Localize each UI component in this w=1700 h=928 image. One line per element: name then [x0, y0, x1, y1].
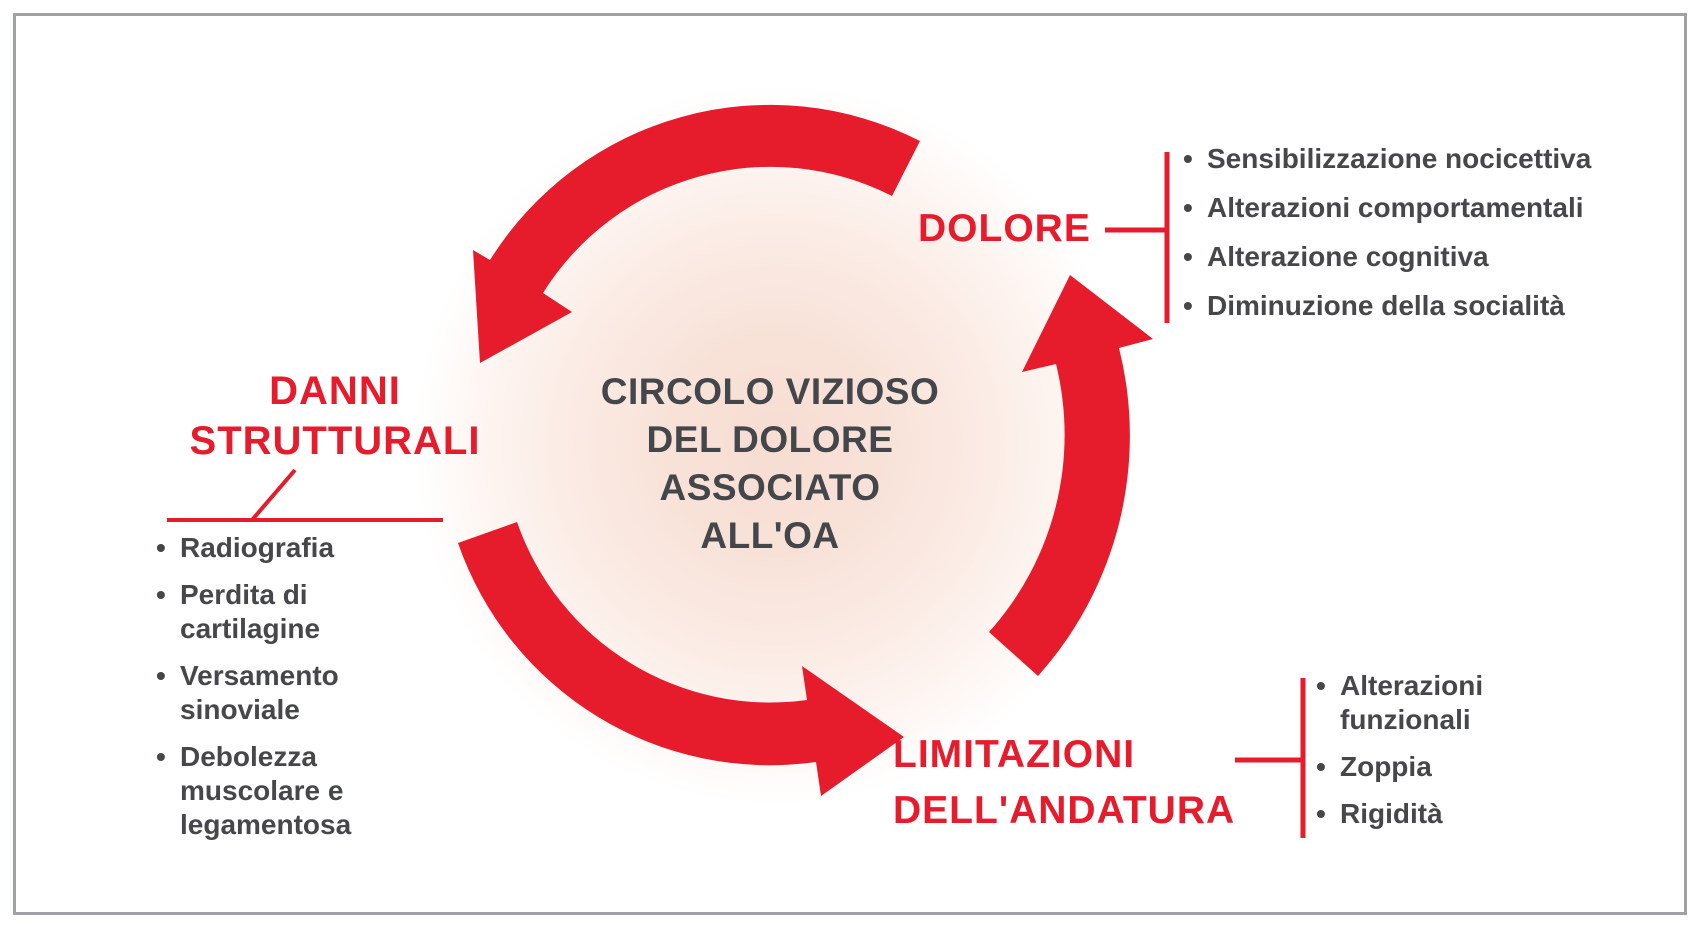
- list-item: Rigidità: [1316, 797, 1526, 831]
- center-title-line: ALL'OA: [700, 515, 840, 556]
- diagram-frame: [13, 13, 1687, 915]
- dolore-list: Sensibilizzazione nocicettiva Alterazion…: [1183, 142, 1683, 338]
- cycle-arrow-bottom: [458, 522, 904, 796]
- list-item: Radiografia: [156, 531, 376, 565]
- center-title-line: DEL DOLORE: [646, 419, 894, 460]
- danni-connector-diagonal: [250, 468, 297, 522]
- list-item: Alterazioni funzionali: [1316, 669, 1526, 737]
- node-label-limitazioni-andatura: LIMITAZIONI DELL'ANDATURA: [893, 727, 1235, 839]
- node-label-line: DANNI: [269, 369, 401, 413]
- node-label-line: DELL'ANDATURA: [893, 789, 1236, 832]
- list-item: Sensibilizzazione nocicettiva: [1183, 142, 1683, 176]
- list-item: Debolezza muscolare e legamentosa: [156, 740, 376, 842]
- node-label-danni-strutturali: DANNI STRUTTURALI: [160, 366, 510, 466]
- list-item: Zoppia: [1316, 750, 1526, 784]
- list-item: Alterazione cognitiva: [1183, 240, 1683, 274]
- danni-strutturali-list: Radiografia Perdita di cartilagine Versa…: [156, 531, 376, 855]
- center-title: CIRCOLO VIZIOSO DEL DOLORE ASSOCIATO ALL…: [570, 368, 970, 560]
- list-item: Versamento sinoviale: [156, 659, 376, 727]
- list-item: Perdita di cartilagine: [156, 578, 376, 646]
- list-item: Diminuzione della socialità: [1183, 289, 1683, 323]
- node-label-line: STRUTTURALI: [189, 419, 481, 463]
- node-label-line: LIMITAZIONI: [893, 733, 1136, 776]
- list-item: Alterazioni comportamentali: [1183, 191, 1683, 225]
- cycle-arrow-right: [989, 275, 1153, 676]
- node-label-dolore: DOLORE: [918, 207, 1091, 250]
- center-title-line: ASSOCIATO: [659, 467, 881, 508]
- limitazioni-andatura-list: Alterazioni funzionali Zoppia Rigidità: [1316, 669, 1526, 844]
- center-title-line: CIRCOLO VIZIOSO: [600, 371, 940, 412]
- cycle-arrow-top: [473, 104, 920, 364]
